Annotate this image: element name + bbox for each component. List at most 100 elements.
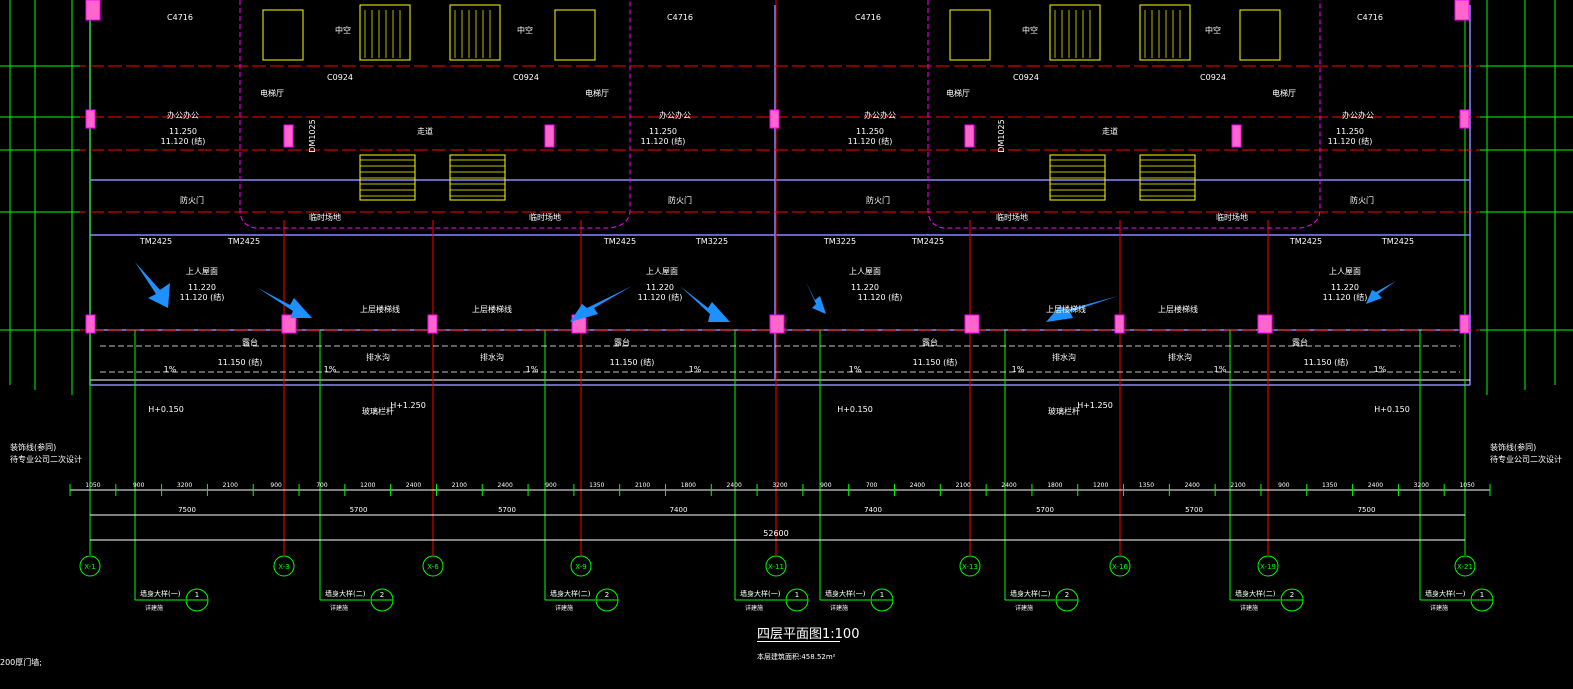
door-label: TM2425 (139, 237, 172, 246)
window-label: C4716 (855, 13, 881, 22)
axis-bubble-label: X-9 (575, 563, 586, 571)
bay-dimension: 7500 (178, 506, 196, 514)
bay-dimension: 7400 (670, 506, 688, 514)
office-label: 办公办公 (1342, 110, 1374, 120)
detail-dimension: 900 (270, 482, 282, 489)
detail-dimension: 2100 (452, 482, 467, 489)
upper-edge-label: 上层楼梯线 (1158, 304, 1198, 314)
office-label: 办公办公 (659, 110, 691, 120)
axis-bubble: X-19 (1257, 555, 1279, 577)
railing-label: 玻璃栏杆 (362, 406, 394, 416)
dimension-chains (70, 489, 1490, 541)
detail-dimension: 900 (1278, 482, 1290, 489)
detail-dimension: 2400 (1185, 482, 1200, 489)
ext-note-right: 待专业公司二次设计 (1490, 454, 1562, 464)
detail-dimension: 2400 (1368, 482, 1383, 489)
bay-dimension: 5700 (350, 506, 368, 514)
axis-bubble-label: X-16 (1112, 563, 1128, 571)
level-label: 11.150 (结) (610, 357, 655, 367)
level-label: 11.120 (结) (161, 136, 206, 146)
office-label: 办公办公 (864, 110, 896, 120)
detail-callout-label: 墙身大样(二) (1010, 589, 1051, 598)
office-label: 办公办公 (167, 110, 199, 120)
columns (85, 0, 1470, 334)
terrace-label: 露台 (614, 337, 630, 347)
axis-bubble-label: X-19 (1260, 563, 1276, 571)
drawing-title: 四层平面图1:100 (757, 627, 860, 642)
horizontal-axis-lines (0, 65, 1573, 331)
left-note: 200厚门墙; (0, 658, 42, 667)
detail-callout-sub: 详建施 (555, 604, 573, 612)
drain-label: 排水沟 (480, 352, 504, 362)
axis-bubble-circle (765, 555, 787, 577)
roof-label: 上人屋面 (646, 267, 678, 276)
elevation-label: H+0.150 (148, 405, 184, 414)
detail-dimension: 1350 (1322, 482, 1337, 489)
detail-callout-label: 墙身大样(二) (1235, 589, 1276, 598)
drain-label: 排水沟 (1052, 352, 1076, 362)
elevator-hall-label: 电梯厅 (585, 88, 609, 98)
slope-label: 1% (1214, 365, 1227, 374)
annotation-arrows (135, 262, 1396, 322)
level-label: 11.150 (结) (1304, 357, 1349, 367)
detail-dimension: 3200 (1414, 482, 1429, 489)
axis-bubble-circle (959, 555, 981, 577)
bay-dimension: 7400 (864, 506, 882, 514)
window-label: C4716 (667, 13, 693, 22)
door-label: TM2425 (1289, 237, 1322, 246)
door-label: DM1025 (997, 119, 1006, 152)
window-label: C4716 (167, 13, 193, 22)
upper-edge-label: 上层楼梯线 (360, 304, 400, 314)
elevator-hall-label: 电梯厅 (1272, 88, 1296, 98)
terrace-label: 露台 (242, 337, 258, 347)
detail-callout-label: 墙身大样(一) (1425, 589, 1466, 598)
detail-dimension: 1350 (1139, 482, 1154, 489)
zhongkong-label: 中空 (517, 25, 533, 35)
level-label: 11.220 (851, 283, 879, 292)
zone-boundaries (239, 0, 1321, 229)
axis-bubble-label: X-3 (278, 563, 289, 571)
slope-label: 1% (1374, 365, 1387, 374)
level-label: 11.220 (646, 283, 674, 292)
detail-dimension: 1800 (681, 482, 696, 489)
axis-bubble-label: X-6 (427, 563, 439, 571)
level-label: 11.120 (结) (641, 136, 686, 146)
slope-label: 1% (689, 365, 702, 374)
detail-dimension: 900 (820, 482, 832, 489)
fire-door-label: 防火门 (1350, 195, 1374, 205)
elevation-label: H+1.250 (1077, 401, 1113, 410)
door-label: TM3225 (823, 237, 856, 246)
level-label: 11.250 (1336, 127, 1364, 136)
axis-bubble: X-9 (570, 555, 592, 577)
axis-bubble: X-3 (273, 555, 295, 577)
zhongkong-label: 中空 (1205, 25, 1221, 35)
door-label: TM3225 (695, 237, 728, 246)
detail-callout-sub: 详建施 (1015, 604, 1033, 612)
detail-dimension: 2400 (498, 482, 513, 489)
door-label: TM2425 (1381, 237, 1414, 246)
detail-dimension: 2100 (223, 482, 238, 489)
detail-callout-number: 2 (380, 591, 384, 599)
detail-dimension: 1050 (1459, 482, 1474, 489)
detail-dimension: 3200 (177, 482, 192, 489)
detail-callout-label: 墙身大样(二) (550, 589, 591, 598)
detail-dimension: 900 (545, 482, 557, 489)
slope-label: 1% (526, 365, 539, 374)
stair-treads (360, 10, 1195, 197)
door-label: DM1025 (308, 119, 317, 152)
detail-dimension: 2400 (1001, 482, 1016, 489)
detail-callout-label: 墙身大样(二) (325, 589, 366, 598)
level-label: 11.150 (结) (913, 357, 958, 367)
detail-dimension: 1200 (1093, 482, 1108, 489)
temp-site-label: 临时场地 (996, 212, 1028, 222)
detail-dimension: 2400 (727, 482, 742, 489)
temp-site-label: 临时场地 (309, 212, 341, 222)
vertical-axis-lines (89, 0, 1466, 600)
